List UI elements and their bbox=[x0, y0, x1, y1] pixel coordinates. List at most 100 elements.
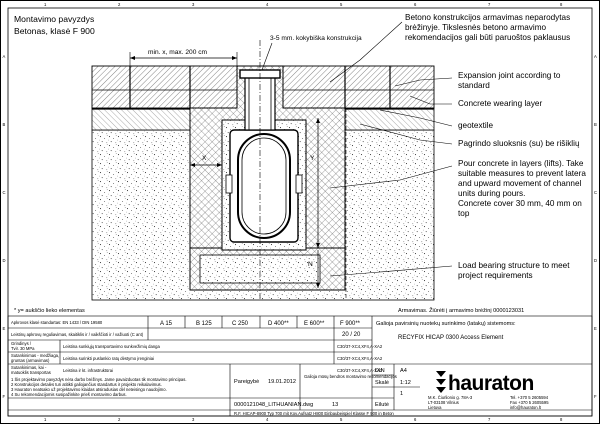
row-mark: B bbox=[594, 122, 597, 127]
spec-row-text: Leistina surinkti puslankio ratų dėstymo… bbox=[63, 356, 154, 361]
note-line: brėžinyje. Tikslesnės betono armavimo bbox=[405, 23, 547, 32]
load-class: D 400** bbox=[268, 321, 289, 327]
note-line: Betono konstrukcijos armavimas neparodyt… bbox=[405, 13, 570, 22]
y-arrow bbox=[316, 118, 320, 123]
footnote: * y= aukščio lieko elementas bbox=[14, 308, 85, 314]
row2-value: 20 / 20 bbox=[342, 332, 361, 338]
col-mark: 1 bbox=[44, 2, 47, 7]
col-mark: 6 bbox=[414, 2, 417, 7]
sheet-number: 13 bbox=[332, 402, 338, 408]
note-line: Load bearing structure to meet bbox=[458, 261, 570, 270]
support-right bbox=[295, 174, 303, 194]
spec-row-label: Sutankinimas - medžiaga, bbox=[11, 353, 59, 358]
logo-text: hauraton bbox=[448, 372, 534, 395]
logo-mark-icon bbox=[436, 371, 446, 377]
spec-row-label: Grindinys / bbox=[11, 341, 32, 346]
hauraton-logo: hauraton bbox=[436, 371, 534, 395]
col-mark: 2 bbox=[118, 417, 121, 422]
load-class: E 600** bbox=[304, 321, 325, 327]
col-mark: 3 bbox=[192, 417, 195, 422]
skale-value: 1:12 bbox=[400, 380, 411, 386]
channel-pipe-inner bbox=[241, 137, 287, 235]
kokybiska-label: 3-5 mm. kokybiška konstrukcija bbox=[270, 35, 362, 42]
eilute-label: Eilutė bbox=[375, 402, 389, 408]
note-line: Expansion joint according to bbox=[458, 71, 561, 80]
row-mark: A bbox=[3, 54, 6, 59]
col-mark: 8 bbox=[560, 417, 563, 422]
load-classes: A 15 B 125 C 250 D 400** E 600** F 900** bbox=[160, 321, 361, 327]
note-line: standard bbox=[458, 81, 490, 90]
col-mark: 1 bbox=[44, 417, 47, 422]
address-line: Lietuva bbox=[428, 405, 442, 410]
col-mark: 3 bbox=[192, 2, 195, 7]
min-x-arrow bbox=[130, 56, 135, 60]
legal-line: 2 Konstrukcijos detalės turi atitikti ga… bbox=[11, 382, 162, 387]
annotation-pagrindo: Pagrindo sluoksnis (su) be rišiklių bbox=[458, 139, 580, 148]
annotation-top-note: Betono konstrukcijos armavimas neparodyt… bbox=[405, 13, 570, 42]
din-label: DIN bbox=[375, 368, 385, 374]
column-marks-top: 1 2 3 4 5 6 7 8 bbox=[44, 2, 563, 7]
min-x-label: min. x, max. 200 cm bbox=[148, 49, 208, 56]
bottom-description: R.F. HICAP-8900 Typ 700 mit Kov.Aufsatz … bbox=[234, 411, 394, 416]
row-mark: C bbox=[594, 190, 597, 195]
note-line: Pour concrete in layers (lifts). Take bbox=[458, 159, 584, 168]
col-mark: 5 bbox=[340, 2, 343, 7]
spec-row-text: Leistina sunkiųjų transportavimo sunkvež… bbox=[63, 344, 161, 349]
row-marks-left: A B C D E F bbox=[3, 54, 6, 399]
product-name: RECYFIX HICAP 0300 Access Element bbox=[398, 335, 504, 341]
address-line: M.K. Čiurlionio g. 78A-3 bbox=[428, 395, 473, 400]
note-line: suitable measures to prevent latera bbox=[458, 169, 586, 178]
col-mark: 6 bbox=[414, 417, 417, 422]
n-arrow bbox=[316, 283, 320, 288]
file-name: 0000121048_LITHUANIAN.dwg bbox=[234, 402, 313, 408]
skale-label: Skalė bbox=[375, 380, 389, 386]
spec-row: Grindinys / Tvir. 30 MPa Leistina sunkių… bbox=[11, 341, 383, 351]
wearing-layer-right bbox=[282, 65, 435, 109]
row-mark: B bbox=[3, 122, 6, 127]
spec-row-label: matuoklis transportas bbox=[11, 370, 51, 375]
logo-mark-icon bbox=[436, 379, 446, 385]
col-mark: 2 bbox=[118, 2, 121, 7]
spec-row-code: C30/37-XC4,XF4,A-XA2 bbox=[337, 344, 383, 349]
contact-line: Fax +370 5 2605595 bbox=[510, 400, 549, 405]
col-mark: 4 bbox=[266, 2, 269, 7]
col-mark: 8 bbox=[560, 2, 563, 7]
note-line: rekomendacijos gali būti paruoštos pakla… bbox=[405, 33, 570, 42]
col-mark: 4 bbox=[266, 417, 269, 422]
contact-line: Tel. +370 5 2605594 bbox=[510, 395, 549, 400]
row-mark: D bbox=[594, 258, 597, 263]
pareigos-label: Pareigybė bbox=[234, 379, 259, 385]
eilute-value: 1 bbox=[400, 391, 403, 397]
row-mark: C bbox=[3, 190, 6, 195]
spec-row-code: C30/37-XC4,XF4,A-XA2 bbox=[337, 368, 383, 373]
logo-mark-icon bbox=[436, 387, 446, 393]
row-marks-right: A B C D E F bbox=[594, 54, 597, 399]
row2-label: Leistinų apkrovų reguliavimas, skaitikli… bbox=[11, 332, 144, 337]
leader-lines bbox=[329, 21, 453, 277]
cross-section: X Y N min. x, max. 200 cm 3-5 mm. kokybi… bbox=[91, 35, 435, 301]
n-label: N bbox=[308, 261, 313, 268]
contact-block: Tel. +370 5 2605594 Fax +370 5 2605595 i… bbox=[510, 395, 549, 410]
col-mark: 7 bbox=[488, 2, 491, 7]
y-arrow bbox=[316, 243, 320, 248]
right-block-text: Galioja pavirsinių nuotekų surinkimo (la… bbox=[376, 321, 516, 327]
kokybiska-leader bbox=[261, 42, 273, 71]
legal-line: 3 Hauraton neatsako už projektavimo klai… bbox=[11, 387, 167, 392]
legal-line: 4 Su rekomendacijomis susipažinkite prie… bbox=[11, 392, 127, 397]
armavimas-note: Armavimas. Žiūrėti į armavimo brėžinį 00… bbox=[398, 306, 524, 314]
annotation-pour: Pour concrete in layers (lifts). Take su… bbox=[458, 159, 586, 218]
spec-row-label: Sutankinimas, kai - bbox=[11, 365, 47, 370]
x-arrow bbox=[190, 163, 195, 167]
support-left bbox=[225, 174, 233, 194]
title-line-1: Montavimo pavyzdys bbox=[14, 14, 94, 24]
address-block: M.K. Čiurlionio g. 78A-3 LT-03108 Vilniu… bbox=[428, 395, 473, 410]
row-mark: F bbox=[594, 394, 597, 399]
address-line: LT-03108 Vilnius bbox=[428, 400, 459, 405]
row-mark: E bbox=[594, 326, 597, 331]
note-line: and upward movement of channel bbox=[458, 179, 582, 188]
y-label: Y bbox=[310, 155, 315, 162]
note-line: top bbox=[458, 209, 470, 218]
note-line: units during pours. bbox=[458, 189, 525, 198]
